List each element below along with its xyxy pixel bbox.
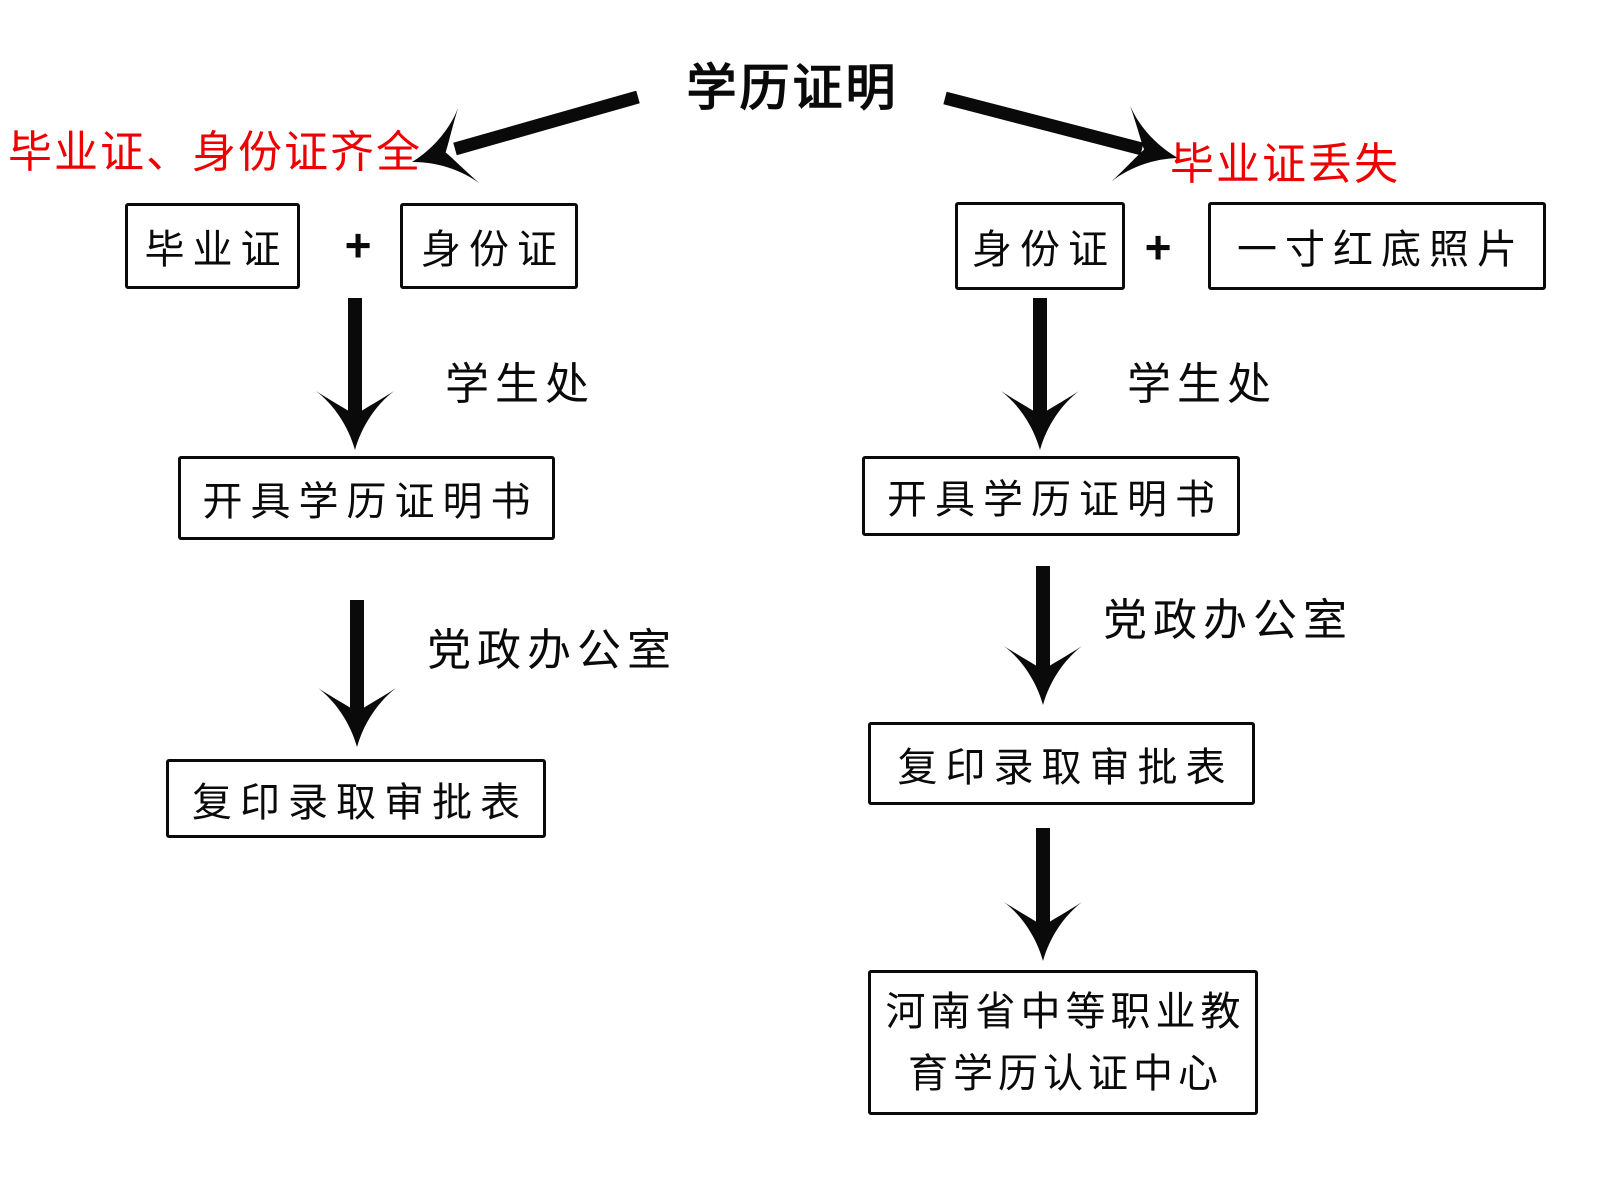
node-left-issue-certificate: 开具学历证明书 (178, 456, 555, 540)
right-arrow2-label: 党政办公室 (1103, 596, 1353, 645)
node-right-photo: 一寸红底照片 (1208, 202, 1546, 290)
arrow-right-inputs-to-step1 (1001, 298, 1079, 450)
node-left-diploma: 毕业证 (125, 203, 300, 289)
right-branch-condition-label: 毕业证丢失 (1170, 140, 1400, 189)
certification-center-line1: 河南省中等职业教 (885, 988, 1246, 1034)
arrow-title-to-right-branch (943, 91, 1188, 196)
page-title: 学历证明 (686, 60, 899, 116)
node-left-id-card: 身份证 (400, 203, 578, 289)
certification-center-line2: 育学历认证中心 (908, 1050, 1223, 1096)
arrow-right-step2-to-step3 (1004, 828, 1082, 961)
right-arrow1-label: 学生处 (1127, 360, 1277, 409)
flow-arrows (316, 90, 1188, 961)
left-branch-condition-label: 毕业证、身份证齐全 (8, 128, 422, 177)
right-plus-sign: + (1144, 221, 1172, 273)
left-plus-sign: + (344, 219, 372, 271)
arrow-right-step1-to-step2 (1004, 566, 1082, 705)
node-right-id-card: 身份证 (955, 202, 1125, 290)
node-left-copy-approval-form: 复印录取审批表 (166, 759, 546, 838)
arrow-left-inputs-to-step1 (316, 298, 394, 450)
node-right-issue-certificate: 开具学历证明书 (862, 456, 1240, 536)
node-right-copy-approval-form: 复印录取审批表 (868, 722, 1255, 805)
left-arrow1-label: 学生处 (445, 360, 595, 409)
arrow-title-to-left-branch (401, 90, 640, 200)
node-right-certification-center: 河南省中等职业教 育学历认证中心 (868, 970, 1258, 1115)
left-arrow2-label: 党政办公室 (427, 626, 677, 675)
arrow-left-step1-to-step2 (318, 600, 396, 747)
